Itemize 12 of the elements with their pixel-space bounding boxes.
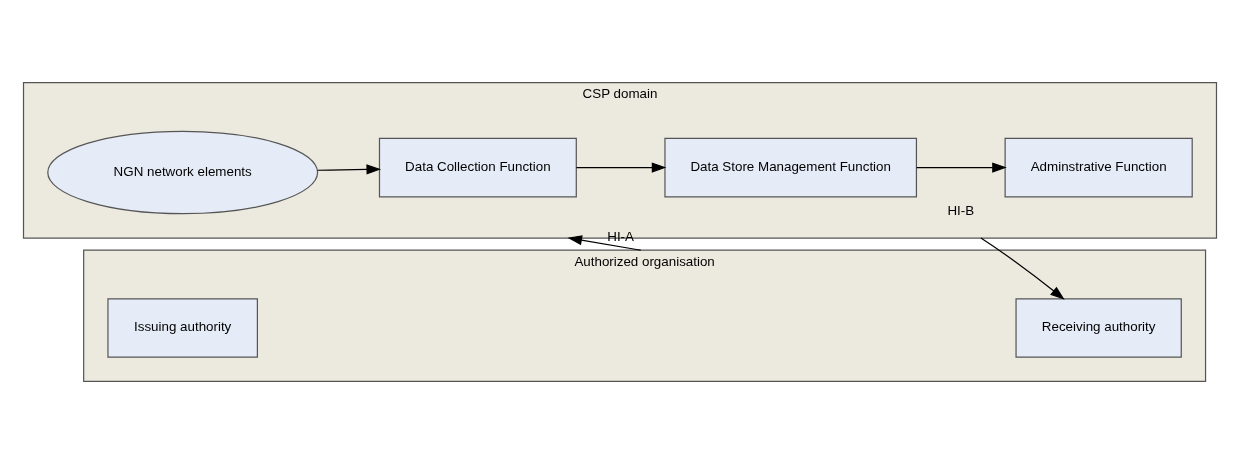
edge-label: HI-B [947, 202, 975, 218]
arrow [916, 162, 1007, 173]
node-ellipse: NGN network elements [47, 130, 319, 214]
node-box: Issuing authority [107, 297, 258, 358]
arrow [980, 236, 1065, 300]
arrow [575, 162, 667, 173]
node-box: Receiving authority [1015, 297, 1182, 358]
node-box: Data Collection Function [378, 137, 577, 197]
edge-label: HI-A [607, 228, 634, 244]
node-box: Data Store Management Function [664, 137, 918, 197]
node-box: Adminstrative Function [1004, 137, 1193, 197]
arrow [316, 163, 382, 175]
